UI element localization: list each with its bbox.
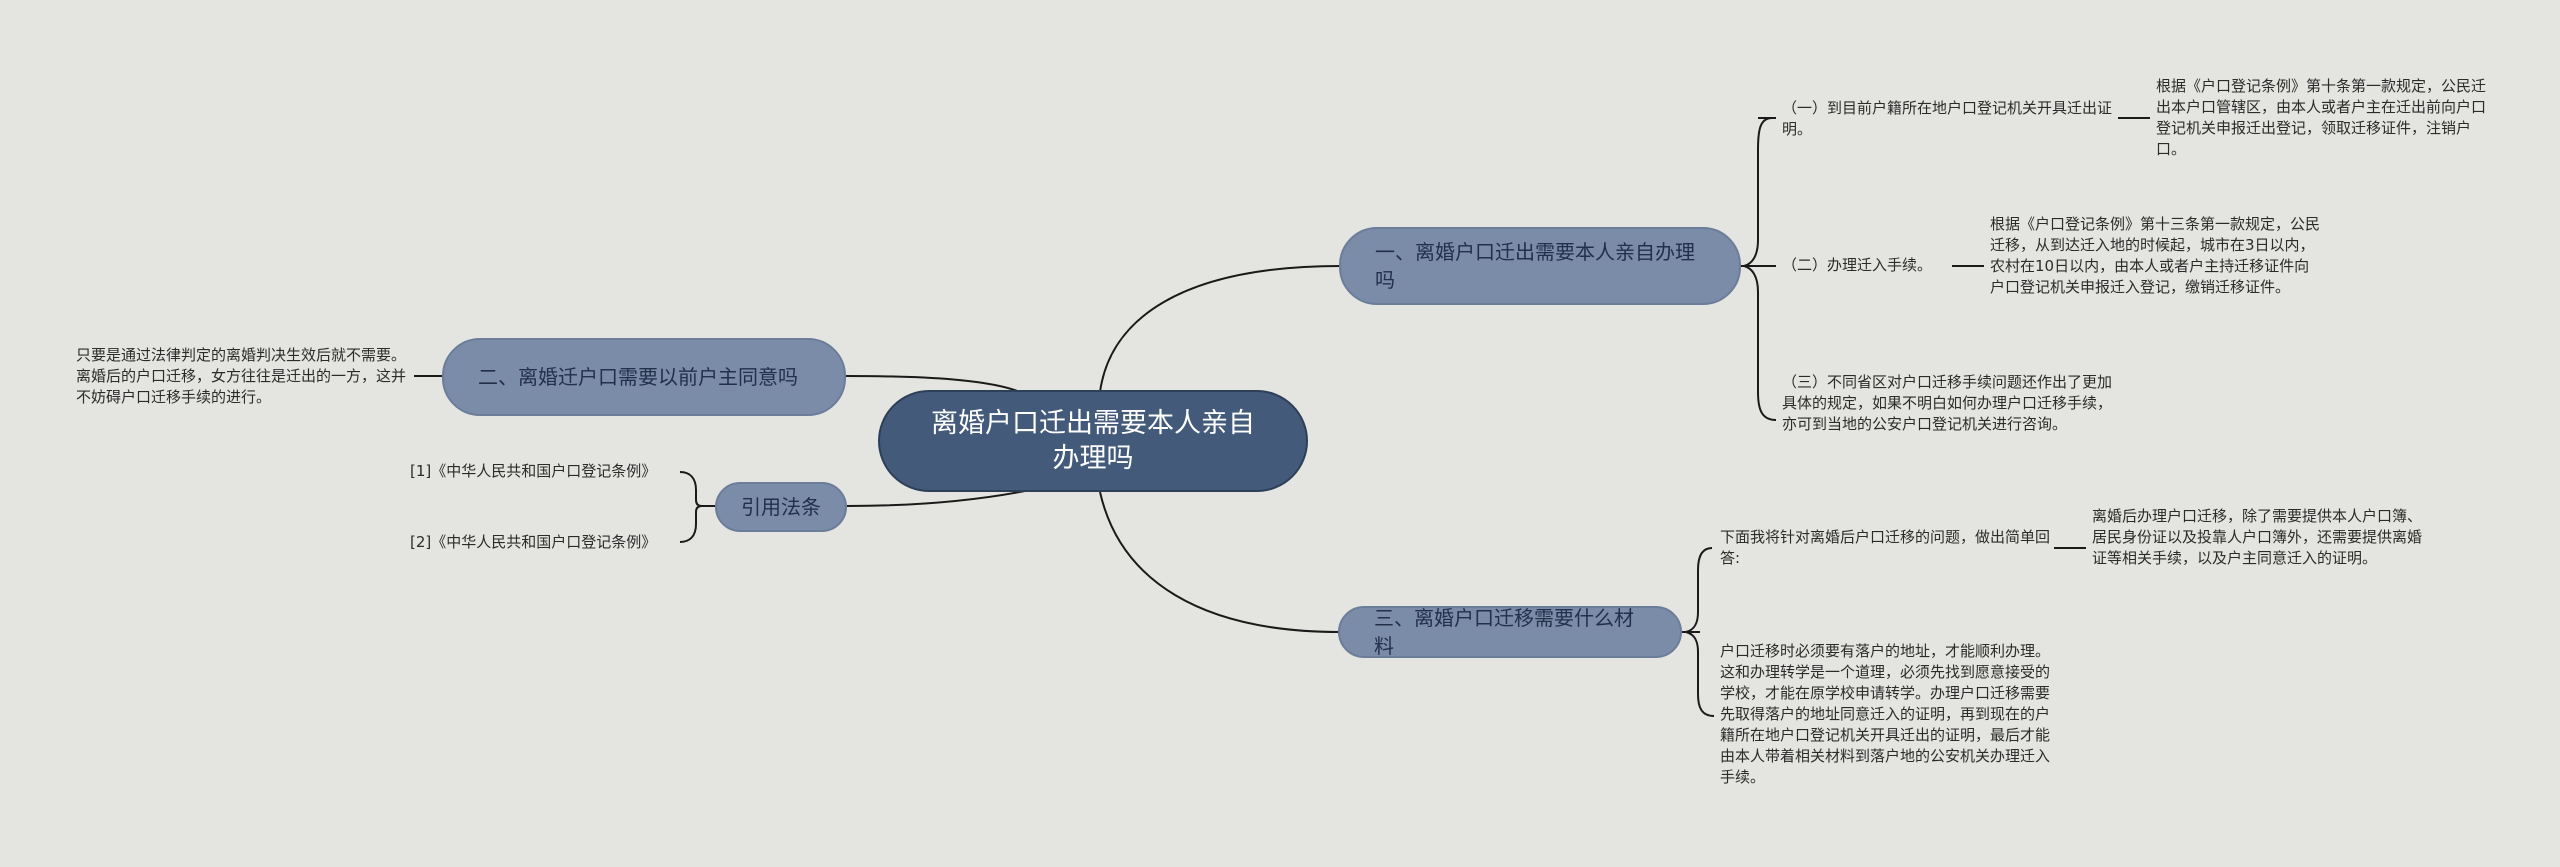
b2-child-1-label: 只要是通过法律判定的离婚判决生效后就不需要。 离婚后的户口迁移，女方往往是迁出的…: [76, 346, 407, 406]
b1-child-2-note-text: 根据《户口登记条例》第十三条第一款规定，公民迁移，从到达迁入地的时候起，城市在3…: [1990, 215, 2321, 296]
branch-4-topic[interactable]: 引用法条: [715, 482, 847, 532]
b1-child-2-note[interactable]: 根据《户口登记条例》第十三条第一款规定，公民迁移，从到达迁入地的时候起，城市在3…: [1990, 214, 2320, 298]
b4-child-1-label: [1]《中华人民共和国户口登记条例》: [410, 462, 657, 480]
bracket-b4: [679, 471, 715, 543]
branch-1-label: 一、离婚户口迁出需要本人亲自办理吗: [1375, 240, 1695, 292]
b1-child-3-label: （三）不同省区对户口迁移手续问题还作出了更加具体的规定，如果不明白如何办理户口迁…: [1782, 373, 2113, 433]
b3-child-2-label: 户口迁移时必须要有落户的地址，才能顺利办理。这和办理转学是一个道理，必须先找到愿…: [1720, 642, 2051, 786]
b1-child-2-label: （二）办理迁入手续。: [1782, 256, 1933, 274]
link-root-b3: [1099, 491, 1341, 633]
b3-child-1-note[interactable]: 离婚后办理户口迁移，除了需要提供本人户口簿、居民身份证以及投靠人户口簿外，还需要…: [2092, 506, 2422, 569]
bracket-b1: [1741, 117, 1777, 421]
b3-child-1-label: 下面我将针对离婚后户口迁移的问题，做出简单回答:: [1720, 528, 2051, 567]
b1-child-1-note[interactable]: 根据《户口登记条例》第十条第一款规定，公民迁出本户口管辖区，由本人或者户主在迁出…: [2156, 76, 2486, 160]
branch-2-label: 二、离婚迁户口需要以前户主同意吗: [478, 365, 798, 389]
b1-child-2[interactable]: （二）办理迁入手续。: [1782, 255, 1952, 276]
b4-child-1[interactable]: [1]《中华人民共和国户口登记条例》: [410, 461, 690, 482]
b1-child-1-note-text: 根据《户口登记条例》第十条第一款规定，公民迁出本户口管辖区，由本人或者户主在迁出…: [2156, 77, 2487, 158]
b4-child-2[interactable]: [2]《中华人民共和国户口登记条例》: [410, 532, 690, 553]
link-root-b1: [1099, 265, 1342, 393]
branch-1-topic[interactable]: 一、离婚户口迁出需要本人亲自办理吗: [1339, 227, 1741, 305]
root-topic-label: 离婚户口迁出需要本人亲自办理吗: [931, 408, 1255, 474]
b3-child-1-note-text: 离婚后办理户口迁移，除了需要提供本人户口簿、居民身份证以及投靠人户口簿外，还需要…: [2092, 507, 2423, 567]
branch-3-topic[interactable]: 三、离婚户口迁移需要什么材料: [1338, 606, 1682, 658]
b2-child-1[interactable]: 只要是通过法律判定的离婚判决生效后就不需要。 离婚后的户口迁移，女方往往是迁出的…: [76, 345, 410, 408]
branch-4-label: 引用法条: [741, 495, 821, 519]
branch-2-topic[interactable]: 二、离婚迁户口需要以前户主同意吗: [442, 338, 846, 416]
b3-child-1[interactable]: 下面我将针对离婚后户口迁移的问题，做出简单回答:: [1720, 527, 2050, 569]
b1-child-1-label: （一）到目前户籍所在地户口登记机关开具迁出证明。: [1782, 99, 2113, 138]
link-root-b4: [846, 489, 1031, 507]
root-topic[interactable]: 离婚户口迁出需要本人亲自办理吗: [878, 390, 1308, 492]
branch-3-label: 三、离婚户口迁移需要什么材料: [1374, 606, 1634, 658]
b3-child-2[interactable]: 户口迁移时必须要有落户的地址，才能顺利办理。这和办理转学是一个道理，必须先找到愿…: [1720, 641, 2050, 788]
b1-child-3[interactable]: （三）不同省区对户口迁移手续问题还作出了更加具体的规定，如果不明白如何办理户口迁…: [1782, 372, 2112, 435]
link-root-b2: [845, 375, 1021, 393]
bracket-b3: [1682, 547, 1715, 717]
b4-child-2-label: [2]《中华人民共和国户口登记条例》: [410, 533, 657, 551]
b1-child-1[interactable]: （一）到目前户籍所在地户口登记机关开具迁出证明。: [1782, 98, 2112, 140]
